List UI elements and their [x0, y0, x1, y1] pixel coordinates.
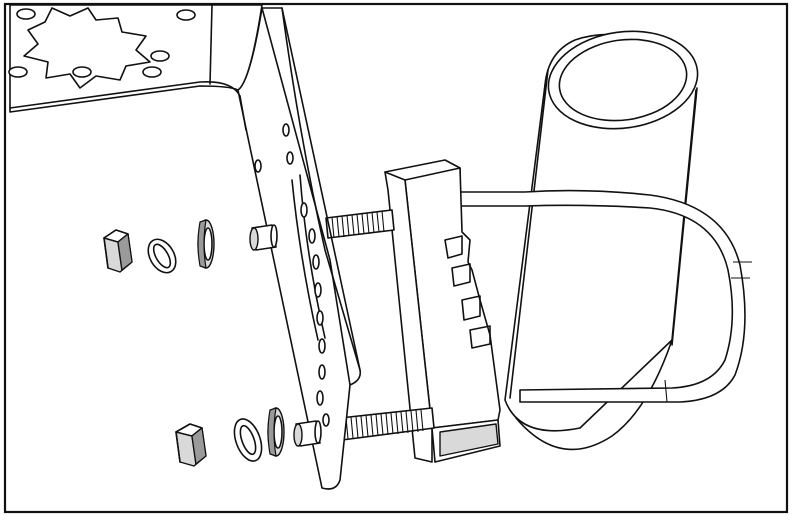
hex-nut — [175, 423, 207, 467]
plate-holes — [254, 123, 330, 427]
spacer-sleeve — [249, 224, 278, 251]
mounting-bracket — [8, 4, 263, 131]
star-cutout — [23, 7, 151, 89]
hardware-set-lower — [175, 407, 322, 467]
hex-nut — [103, 229, 133, 273]
flat-washer — [197, 219, 215, 269]
bracket-plate — [237, 7, 362, 490]
split-lock-washer — [233, 418, 263, 462]
housing-holes — [8, 8, 196, 78]
clamp-block — [384, 159, 501, 463]
spacer-sleeve — [293, 420, 322, 447]
u-bolt — [459, 189, 752, 403]
hardware-set-upper — [103, 219, 278, 274]
pole — [504, 30, 699, 451]
threaded-rod-upper — [325, 209, 395, 239]
split-lock-washer — [147, 238, 177, 274]
flat-washer — [267, 407, 285, 457]
